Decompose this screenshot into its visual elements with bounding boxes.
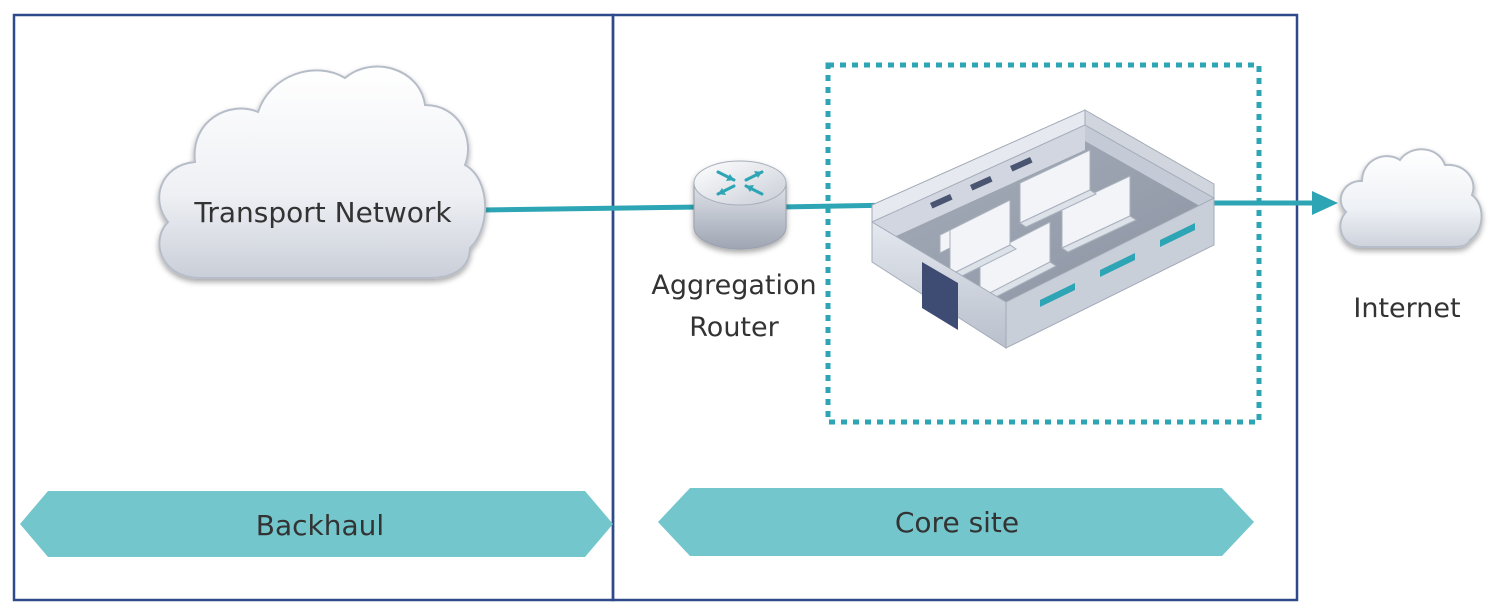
aggregation-router-label-line1: Aggregation bbox=[651, 270, 816, 301]
backhaul-label: Backhaul bbox=[256, 509, 384, 542]
arrowhead-to-internet bbox=[1312, 191, 1338, 215]
core-site-dotted-boundary bbox=[825, 62, 1262, 425]
router-icon bbox=[693, 160, 787, 250]
core-site-frame bbox=[611, 13, 1299, 602]
backhaul-chevron bbox=[20, 491, 613, 557]
internet-label: Internet bbox=[1353, 293, 1460, 324]
transport-network-label: Transport Network bbox=[193, 196, 452, 229]
data-center-building-icon bbox=[871, 109, 1215, 349]
cloud-icon bbox=[1339, 148, 1483, 248]
cloud-icon bbox=[158, 65, 487, 279]
core-site-label: Core site bbox=[895, 506, 1019, 539]
link-transport-to-router bbox=[481, 204, 701, 213]
core-site-chevron bbox=[658, 488, 1254, 556]
aggregation-router-label-line2: Router bbox=[689, 312, 779, 343]
